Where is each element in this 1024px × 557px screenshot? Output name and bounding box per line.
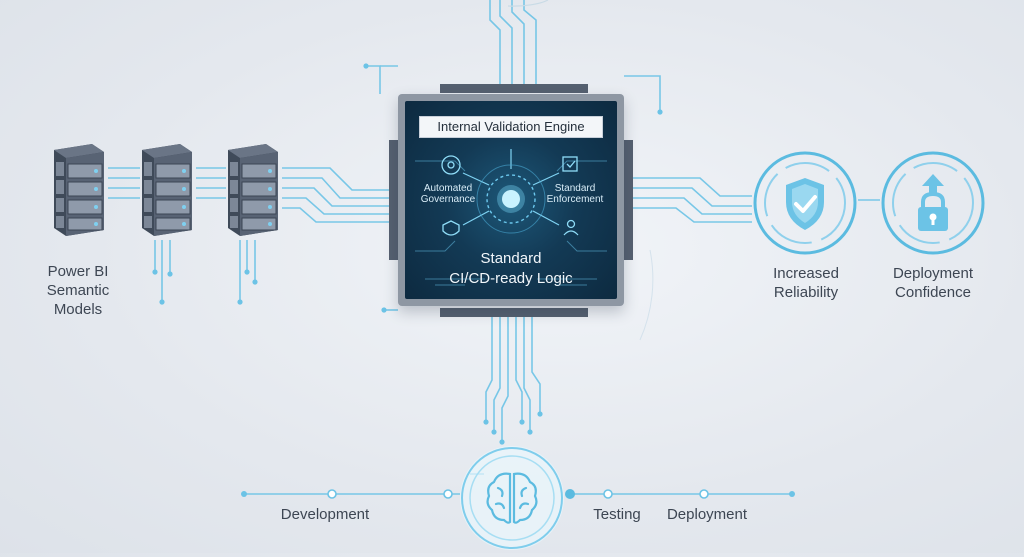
outcome-label-reliability: Increased Reliability — [773, 265, 839, 301]
sources-label: Power BI Semantic Models — [46, 263, 110, 318]
stage-development: Development — [280, 506, 370, 523]
chip-pins-left — [389, 140, 398, 260]
chip-pins-right — [624, 140, 633, 260]
user-icon — [563, 219, 579, 236]
core-logic-line2: CI/CD-ready Logic — [449, 270, 573, 287]
server-icon — [50, 140, 108, 236]
brain-icon — [458, 444, 566, 552]
chip-pins-top — [440, 84, 588, 93]
validation-engine-chip: Internal Validation Engine Automated Gov… — [398, 94, 624, 306]
automated-governance-label: Automated Governance — [420, 183, 476, 205]
gear-icon — [441, 155, 461, 175]
stage-testing: Testing — [593, 506, 641, 523]
chip-face: Internal Validation Engine Automated Gov… — [405, 101, 617, 299]
standard-enforcement-label: Standard Enforcement — [546, 183, 604, 205]
server-icon — [224, 140, 282, 236]
engine-title: Internal Validation Engine — [419, 116, 603, 138]
stage-deployment: Deployment — [666, 506, 748, 523]
padlock-upload-icon — [880, 150, 986, 256]
chip-circuitry — [415, 149, 607, 286]
core-logic-line1: Standard — [480, 250, 542, 267]
chip-pins-bottom — [440, 308, 588, 317]
shield-small-icon — [442, 220, 460, 236]
server-icon — [138, 140, 196, 236]
shield-check-icon — [752, 150, 858, 256]
outcome-label-confidence: Deployment Confidence — [892, 265, 974, 301]
grid-check-icon — [562, 156, 578, 172]
